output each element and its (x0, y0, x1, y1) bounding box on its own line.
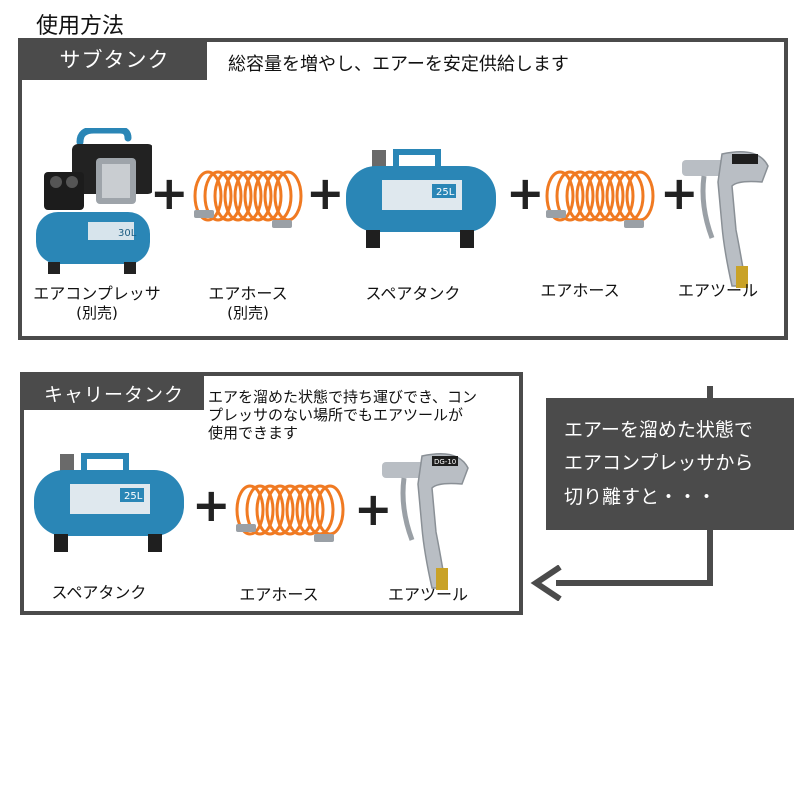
carry-tank-description: エアを溜めた状態で持ち運びでき、コン プレッサのない場所でもエアツールが 使用で… (208, 388, 477, 442)
item-label-air-tool: エアツール (677, 281, 758, 300)
item-label-hose: エアホース (別売) (208, 284, 288, 322)
item-label-compressor: エアコンプレッサ (別売) (33, 284, 161, 322)
page-title: 使用方法 (36, 14, 125, 39)
arrow-line-top (707, 386, 713, 400)
spare-tank-image: 25L (34, 453, 184, 552)
item-label-hose: エアホース (540, 281, 620, 300)
tank-badge: 25L (124, 491, 143, 502)
item-label-hose: エアホース (239, 585, 319, 604)
item-label-spare-tank: スペアタンク (51, 583, 147, 602)
spare-tank-image: 25L (346, 149, 496, 248)
air-hose-image (235, 484, 345, 542)
callout-box: エアーを溜めた状態で エアコンプレッサから 切り離すと・・・ (546, 398, 794, 530)
subtank-description: 総容量を増やし、エアーを安定供給します (228, 54, 569, 75)
carry-tank-tab: キャリータンク (24, 376, 204, 410)
plus-icon: + (354, 482, 393, 536)
subtank-tab: サブタンク (22, 38, 207, 80)
air-hose-image (545, 170, 655, 228)
plus-icon: + (506, 166, 545, 220)
arrow-line-horizontal (556, 580, 713, 586)
plus-icon: + (150, 166, 189, 220)
air-compressor-image: 30L (36, 128, 152, 274)
tank-badge: 25L (436, 187, 455, 198)
air-hose-image (193, 170, 303, 228)
tool-tag: DG-10 (434, 458, 456, 466)
compressor-tag: 30L (118, 228, 137, 239)
item-label-spare-tank: スペアタンク (365, 284, 461, 303)
arrow-line-vertical (707, 530, 713, 586)
arrow-head-icon (530, 565, 562, 601)
air-tool-image: DG-10 (382, 453, 469, 590)
item-label-air-tool: エアツール (387, 585, 468, 604)
air-tool-image (682, 151, 769, 288)
plus-icon: + (192, 478, 231, 532)
plus-icon: + (306, 166, 345, 220)
plus-icon: + (660, 166, 699, 220)
